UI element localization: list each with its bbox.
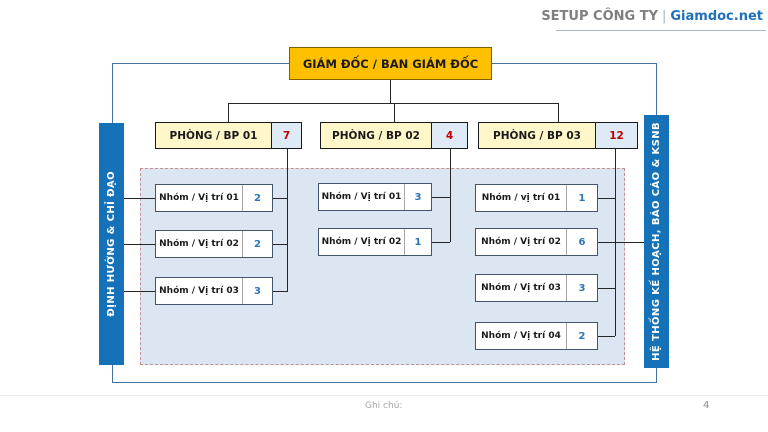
connector-line — [124, 291, 155, 292]
group-box: Nhóm / Vị trí 02 1 — [318, 228, 432, 256]
group-label: Nhóm / Vị trí 01 — [159, 193, 239, 203]
connector-line — [273, 244, 288, 245]
header-underline — [556, 30, 766, 31]
connector-line — [450, 149, 451, 242]
director-label: GIÁM ĐỐC / BAN GIÁM ĐỐC — [302, 56, 479, 71]
connector-line — [492, 63, 656, 64]
connector-line — [390, 80, 391, 103]
director-box: GIÁM ĐỐC / BAN GIÁM ĐỐC — [289, 47, 492, 80]
dept-box-02: PHÒNG / BP 02 4 — [320, 122, 468, 149]
header-title: SETUP CÔNG TY — [541, 9, 658, 24]
connector-line — [273, 198, 288, 199]
group-box: Nhóm / Vị trí 02 2 — [155, 230, 273, 258]
footer-note: Ghi chú: — [365, 401, 403, 411]
group-label: Nhóm / Vị trí 01 — [321, 192, 402, 202]
dept-label: PHÒNG / BP 02 — [332, 129, 420, 142]
group-count: 3 — [566, 275, 597, 301]
group-box: Nhóm / Vị trí 01 2 — [155, 184, 273, 212]
connector-line — [112, 382, 657, 383]
connector-line — [558, 103, 559, 122]
left-bar-label: ĐỊNH HƯỚNG & CHỈ ĐẠO — [106, 171, 117, 317]
group-count: 2 — [242, 185, 272, 211]
connector-line — [656, 63, 657, 115]
dept-count: 12 — [595, 123, 637, 148]
group-label: Nhóm / Vị trí 02 — [321, 237, 402, 247]
dept-count: 7 — [271, 123, 301, 148]
slide-header: SETUP CÔNG TY|Giamdoc.net — [541, 9, 763, 24]
right-bar-label: HỆ THỐNG KẾ HOẠCH, BÁO CÁO & KSNB — [651, 122, 662, 361]
group-box: Nhóm / Vị trí 03 3 — [475, 274, 598, 302]
group-box: Nhóm / Vị trí 01 3 — [318, 183, 432, 211]
group-count: 3 — [242, 278, 272, 304]
group-count: 3 — [404, 184, 431, 210]
connector-line — [598, 336, 615, 337]
connector-line — [287, 149, 288, 291]
brand-wordmark: Giamdoc.net — [670, 9, 763, 24]
group-label: Nhóm / vị trí 01 — [481, 193, 561, 203]
dept-box-03: PHÒNG / BP 03 12 — [478, 122, 638, 149]
right-bar: HỆ THỐNG KẾ HOẠCH, BÁO CÁO & KSNB — [644, 115, 669, 368]
group-label: Nhóm / Vị trí 04 — [481, 331, 561, 341]
group-count: 6 — [566, 229, 597, 255]
group-count: 1 — [404, 229, 431, 255]
connector-line — [124, 244, 155, 245]
connector-line — [228, 103, 229, 122]
dept-label: PHÒNG / BP 03 — [493, 129, 581, 142]
group-box: Nhóm / vị trí 01 1 — [475, 184, 598, 212]
group-count: 1 — [566, 185, 597, 211]
group-count: 2 — [566, 323, 597, 349]
group-label: Nhóm / Vị trí 02 — [159, 239, 239, 249]
connector-line — [394, 103, 395, 122]
connector-line — [432, 197, 450, 198]
connector-line — [112, 63, 289, 64]
header-separator: | — [661, 9, 667, 24]
left-bar: ĐỊNH HƯỚNG & CHỈ ĐẠO — [99, 123, 124, 365]
dept-count: 4 — [431, 123, 467, 148]
group-box: Nhóm / Vị trí 02 6 — [475, 228, 598, 256]
connector-line — [598, 242, 615, 243]
connector-line — [656, 368, 657, 382]
connector-line — [112, 63, 113, 123]
connector-line — [228, 103, 559, 104]
group-box: Nhóm / Vị trí 03 3 — [155, 277, 273, 305]
group-label: Nhóm / Vị trí 02 — [481, 237, 561, 247]
dept-label: PHÒNG / BP 01 — [169, 129, 258, 142]
footer-divider — [0, 395, 768, 396]
group-label: Nhóm / Vị trí 03 — [159, 286, 239, 296]
connector-line — [273, 291, 288, 292]
group-count: 2 — [242, 231, 272, 257]
connector-line — [124, 198, 155, 199]
connector-line — [598, 198, 615, 199]
page-number: 4 — [703, 400, 710, 411]
connector-line — [432, 242, 450, 243]
group-box: Nhóm / Vị trí 04 2 — [475, 322, 598, 350]
group-label: Nhóm / Vị trí 03 — [481, 283, 561, 293]
dept-box-01: PHÒNG / BP 01 7 — [155, 122, 302, 149]
connector-line — [112, 365, 113, 382]
connector-line — [615, 242, 644, 243]
connector-line — [598, 288, 615, 289]
